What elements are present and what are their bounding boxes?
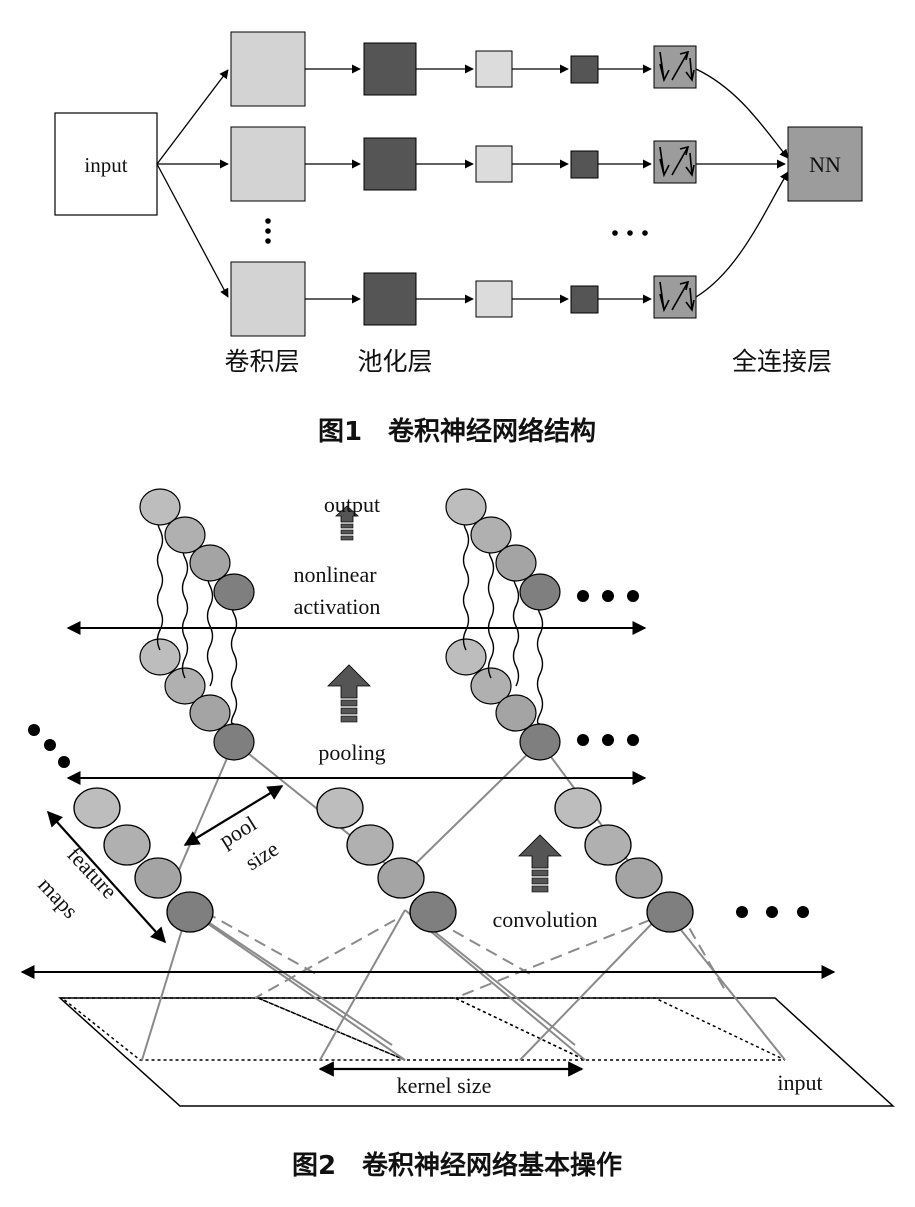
pool-layer-label: 池化层 [357, 348, 432, 376]
arrow-branch1-nn [695, 68, 789, 159]
pooled-column-1 [139, 638, 255, 761]
nn-box [787, 126, 863, 202]
feature-map-column-2 [316, 787, 457, 933]
pool-size-arrow [183, 785, 284, 846]
nn-label: NN [809, 152, 841, 177]
conv-box [230, 126, 306, 202]
ellipsis-vertical [265, 218, 271, 244]
kernel-size-label: kernel size [397, 1073, 492, 1098]
conv-layer-label: 卷积层 [224, 348, 299, 376]
pool2-box [570, 285, 599, 314]
pooled-column-2 [445, 638, 561, 761]
maps-label: maps [33, 872, 83, 923]
figure2-caption: 图2 卷积神经网络基本操作 [292, 1150, 622, 1181]
up-arrow-convolution [518, 834, 562, 893]
input-plane [58, 997, 895, 1107]
arrow-input-branch3 [156, 163, 229, 298]
feature-maps-arrow [46, 810, 167, 944]
figure1: input [54, 31, 863, 447]
dots-lower-right [736, 906, 809, 918]
convolution-dashed [204, 911, 726, 999]
feature-map-column-3 [554, 787, 694, 933]
pool-box [363, 137, 417, 191]
input-box [54, 112, 158, 216]
dots-top-right [577, 590, 639, 602]
arrow-input-branch1 [156, 69, 229, 165]
figure2: output nonlinear activation pooling pool… [20, 488, 895, 1181]
size-label: size [241, 836, 283, 875]
conv2-box [475, 145, 513, 183]
figure1-caption: 图1 卷积神经网络结构 [318, 416, 596, 447]
input-label-fig2: input [777, 1070, 822, 1095]
dots-left [28, 724, 70, 768]
output-column-2 [445, 488, 561, 611]
input-label: input [84, 153, 127, 177]
convolution-connections [141, 909, 786, 1061]
fc-layer-label: 全连接层 [732, 348, 832, 376]
branch-3 [230, 261, 697, 337]
conv-box [230, 31, 306, 107]
pool2-box [570, 55, 599, 84]
conv2-box [475, 50, 513, 88]
up-arrow-output [334, 505, 360, 541]
activation-label: activation [294, 594, 381, 619]
pool2-box [570, 150, 599, 179]
pool-box [363, 42, 417, 96]
convolution-label: convolution [492, 907, 597, 932]
output-label: output [324, 492, 380, 517]
ellipsis-horizontal [612, 230, 648, 236]
arrow-branch3-nn [695, 171, 789, 298]
dots-middle-right [577, 734, 639, 746]
branch-2 [230, 126, 697, 202]
output-column-1 [139, 488, 255, 611]
conv-box [230, 261, 306, 337]
conv2-box [475, 280, 513, 318]
nonlinear-label: nonlinear [293, 562, 377, 587]
pool-box [363, 272, 417, 326]
up-arrow-pooling [327, 664, 371, 723]
pooling-label: pooling [318, 740, 385, 765]
branch-1 [230, 31, 697, 107]
activation-connections [156, 509, 544, 725]
